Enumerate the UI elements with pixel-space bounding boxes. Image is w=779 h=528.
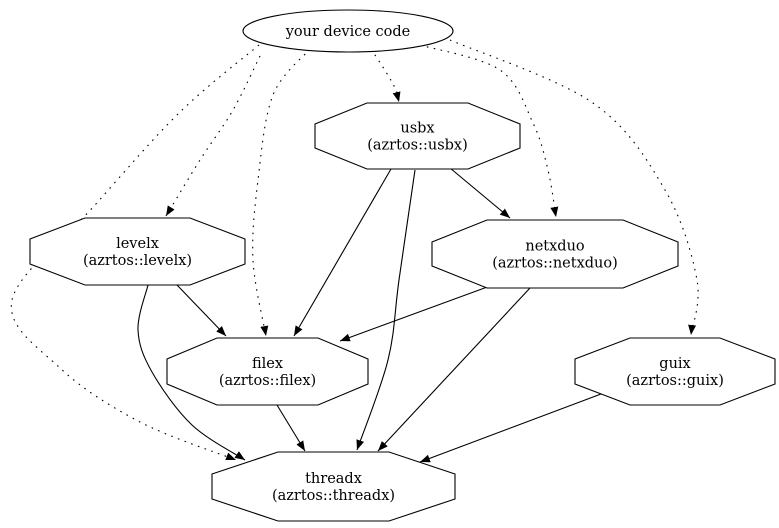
node-levelx-label-line2: (azrtos::levelx) <box>83 253 192 269</box>
node-threadx-shape <box>211 451 456 522</box>
node-usbx-label-line1: usbx <box>400 121 434 137</box>
node-filex-label-line1: filex <box>252 356 283 372</box>
edge-device-usbx <box>370 48 401 103</box>
node-guix: guix(azrtos::guix) <box>574 337 776 406</box>
node-levelx: levelx(azrtos::levelx) <box>29 217 246 286</box>
edge-filex-threadx <box>276 404 306 452</box>
edge-usbx-netxduo <box>449 167 511 219</box>
edge-usbx-filex <box>293 168 392 337</box>
edge-device-levelx <box>165 55 261 217</box>
node-guix-shape <box>574 337 776 406</box>
node-guix-label-line2: (azrtos::guix) <box>626 373 724 389</box>
node-usbx-label-line2: (azrtos::usbx) <box>367 138 468 154</box>
edge-device-threadx <box>10 44 260 461</box>
node-guix-label-line1: guix <box>659 356 690 372</box>
node-levelx-label-line1: levelx <box>116 236 159 252</box>
node-netxduo: netxduo(azrtos::netxduo) <box>431 219 679 289</box>
node-device-shape <box>242 9 454 53</box>
edge-guix-threadx <box>419 393 602 463</box>
node-usbx-shape <box>314 102 521 170</box>
node-device-label-line1: your device code <box>285 24 411 40</box>
node-usbx: usbx(azrtos::usbx) <box>314 102 521 170</box>
node-filex-shape <box>166 337 369 406</box>
edge-device-guix <box>449 39 699 336</box>
edge-levelx-filex <box>176 284 227 337</box>
edge-netxduo-filex <box>339 285 491 342</box>
node-threadx-label-line1: threadx <box>305 471 362 487</box>
edge-device-filex <box>252 48 311 337</box>
node-netxduo-label-line2: (azrtos::netxduo) <box>492 256 618 272</box>
node-device: your device code <box>242 9 454 53</box>
node-threadx: threadx(azrtos::threadx) <box>211 451 456 522</box>
node-threadx-label-line2: (azrtos::threadx) <box>272 488 395 504</box>
edge-netxduo-threadx <box>377 287 531 452</box>
edge-levelx-threadx <box>137 284 246 461</box>
node-filex-label-line2: (azrtos::filex) <box>219 373 316 389</box>
edge-device-netxduo <box>419 44 559 218</box>
node-netxduo-shape <box>431 219 679 289</box>
node-filex: filex(azrtos::filex) <box>166 337 369 406</box>
edge-usbx-threadx <box>356 169 416 451</box>
node-levelx-shape <box>29 217 246 286</box>
node-netxduo-label-line1: netxduo <box>525 239 584 255</box>
